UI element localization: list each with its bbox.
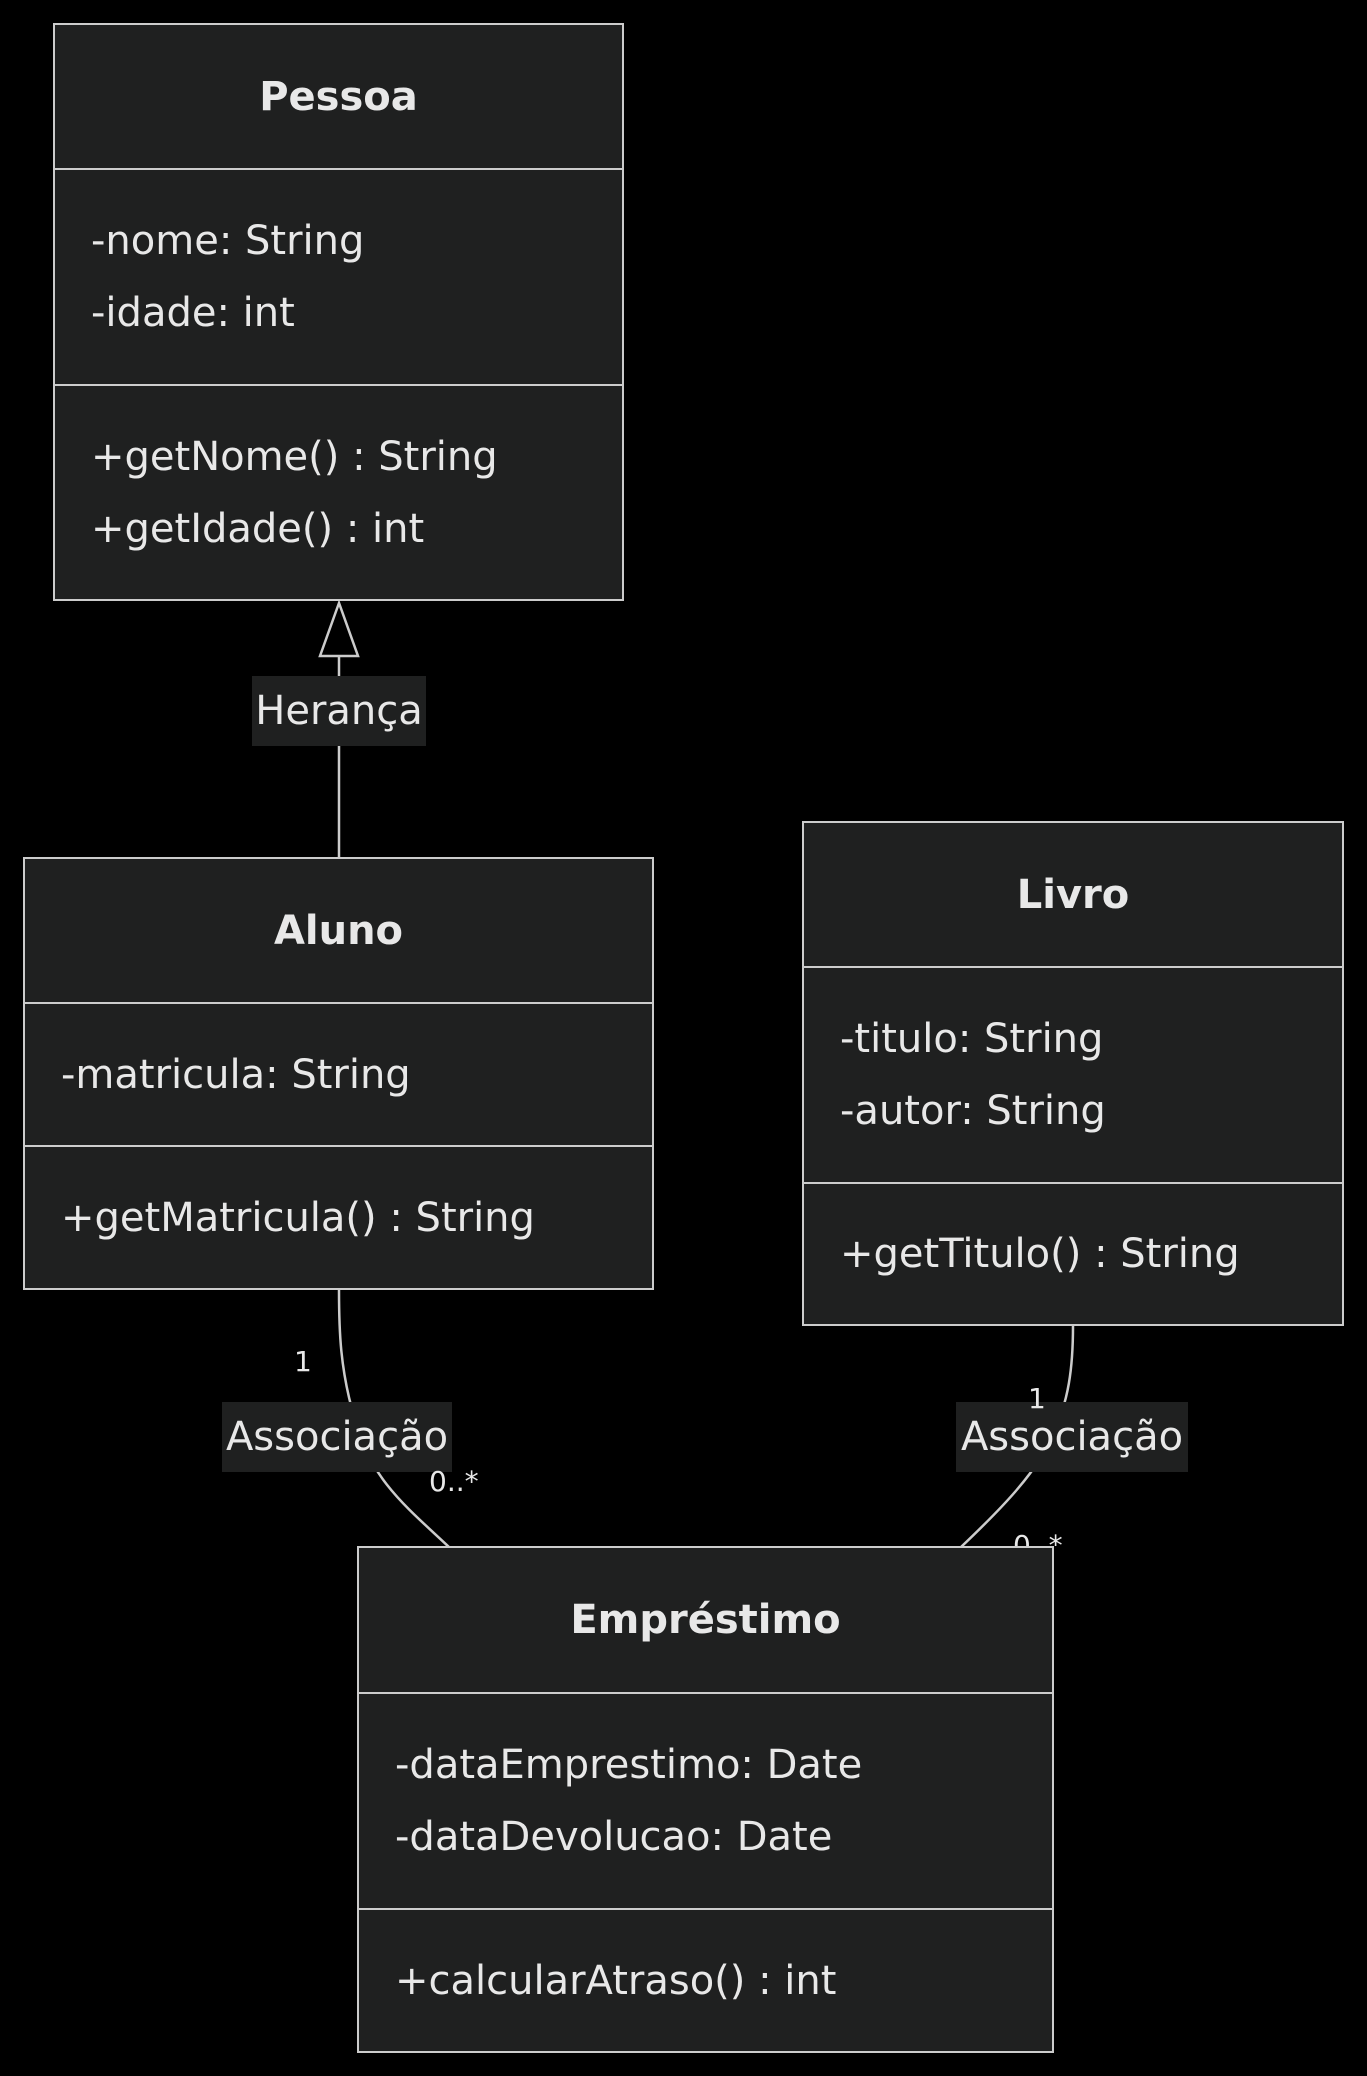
method: +getIdade() : int [91,505,425,552]
attribute: -titulo: String [840,1016,1104,1062]
method: +calcularAtraso() : int [395,1957,837,2004]
class-pessoa[interactable]: Pessoa -nome: String -idade: int +getNom… [53,23,624,601]
attribute: -matricula: String [61,1051,411,1098]
class-aluno[interactable]: Aluno -matricula: String +getMatricula()… [23,857,654,1290]
attribute: -dataEmprestimo: Date [395,1742,863,1788]
methods-section: +getNome() : String +getIdade() : int [55,386,622,599]
class-name: Livro [804,823,1342,968]
attribute: -dataDevolucao: Date [395,1814,833,1860]
methods-section: +getMatricula() : String [25,1147,652,1288]
attributes-section: -matricula: String [25,1004,652,1147]
multiplicity-aluno-end: 1 [294,1345,312,1378]
multiplicity-emprestimo-end-aluno: 0..* [429,1465,479,1498]
class-emprestimo[interactable]: Empréstimo -dataEmprestimo: Date -dataDe… [357,1546,1054,2053]
class-name: Aluno [25,859,652,1004]
methods-section: +getTitulo() : String [804,1184,1342,1324]
attributes-section: -nome: String -idade: int [55,170,622,386]
class-name: Pessoa [55,25,622,170]
association-label-aluno: Associação [222,1402,452,1472]
attributes-section: -titulo: String -autor: String [804,968,1342,1184]
multiplicity-emprestimo-end-livro: 0..* [1013,1529,1063,1546]
method: +getNome() : String [91,433,498,480]
class-name: Empréstimo [359,1548,1052,1694]
inheritance-label: Herança [252,676,426,746]
attribute: -nome: String [91,218,365,264]
multiplicity-livro-end: 1 [1028,1382,1046,1415]
class-livro[interactable]: Livro -titulo: String -autor: String +ge… [802,821,1344,1326]
attribute: -autor: String [840,1088,1106,1134]
methods-section: +calcularAtraso() : int [359,1910,1052,2051]
inheritance-arrowhead [318,599,360,658]
attribute: -idade: int [91,290,295,336]
method: +getTitulo() : String [840,1231,1240,1277]
association-label-livro: Associação [956,1402,1188,1472]
attributes-section: -dataEmprestimo: Date -dataDevolucao: Da… [359,1694,1052,1910]
method: +getMatricula() : String [61,1194,535,1241]
